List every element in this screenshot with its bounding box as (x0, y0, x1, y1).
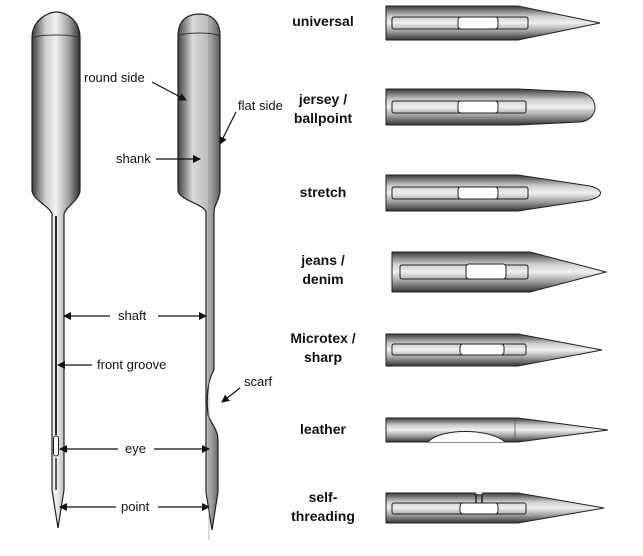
needle-point-self-threading (385, 492, 605, 524)
needle-point-microtex (385, 333, 603, 367)
label-type-microtex-sharp: Microtex / sharp (290, 330, 356, 365)
label-type-jeans-denim: jeans / denim (301, 252, 345, 287)
label-front-groove: front groove (97, 357, 167, 372)
needle-point-jeans (391, 251, 608, 293)
label-flat-side: flat side (238, 98, 283, 113)
label-shank: shank (116, 151, 151, 166)
needle-point-leather (385, 417, 609, 443)
needle-point-universal (385, 5, 601, 41)
arrow-flat-side (219, 111, 237, 145)
label-shaft: shaft (118, 308, 147, 323)
needle-front-view (31, 11, 81, 529)
label-type-self-threading: self- threading (291, 489, 355, 524)
label-type-universal: universal (292, 13, 354, 29)
label-eye: eye (125, 441, 146, 456)
needle-point-stretch (385, 174, 601, 212)
label-type-stretch: stretch (299, 184, 347, 200)
label-type-leather: leather (300, 421, 346, 437)
needle-point-ballpoint (385, 88, 596, 126)
anatomy-arrows (57, 81, 241, 511)
needle-side-view (177, 13, 221, 540)
label-scarf: scarf (244, 374, 273, 389)
label-point: point (121, 499, 150, 514)
label-round-side: round side (84, 70, 145, 85)
label-type-jersey-ballpoint: jersey / ballpoint (293, 91, 353, 126)
arrow-round-side (151, 81, 187, 101)
arrow-scarf (221, 387, 241, 403)
